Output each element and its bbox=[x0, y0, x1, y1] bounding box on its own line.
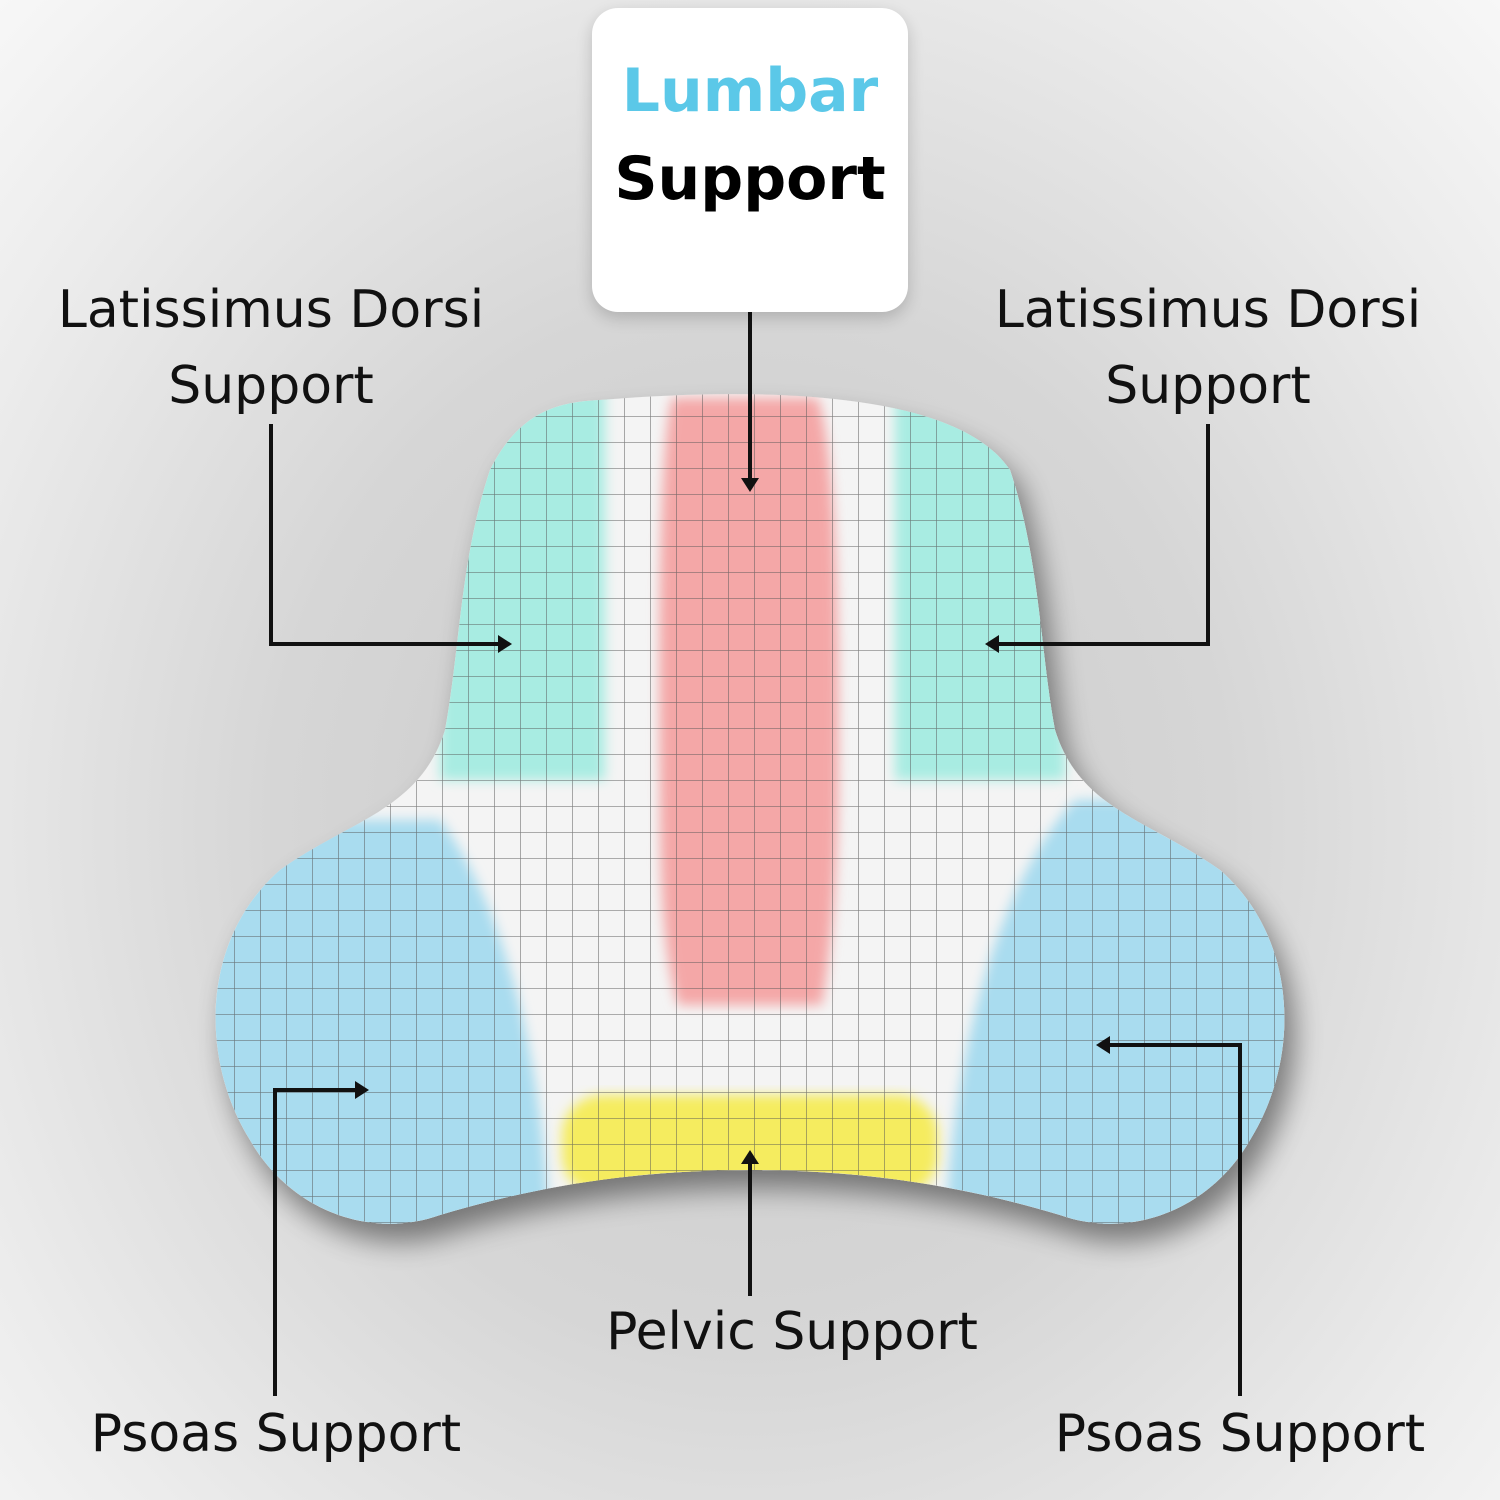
psoas-left-connector bbox=[273, 1088, 357, 1396]
lat-left-label-line1: Latissimus Dorsi bbox=[57, 280, 485, 340]
lumbar-callout-box: Lumbar Support bbox=[592, 8, 908, 312]
psoas-right-label: Psoas Support bbox=[1054, 1404, 1426, 1464]
mesh-grid bbox=[215, 394, 1285, 1224]
psoas-right-connector bbox=[1108, 1043, 1242, 1396]
pelvic-arrowhead bbox=[741, 1150, 759, 1164]
lat-right-label: Latissimus Dorsi Support bbox=[972, 272, 1444, 424]
lat-left-connector bbox=[269, 424, 500, 646]
arrowheads bbox=[355, 478, 1110, 1164]
psoas-left-label: Psoas Support bbox=[90, 1404, 462, 1464]
lumbar-callout-subtitle: Support bbox=[614, 144, 886, 214]
psoas-right-arrowhead bbox=[1096, 1036, 1110, 1054]
lat-right-arrowhead bbox=[985, 635, 999, 653]
lumbar-callout-title: Lumbar bbox=[621, 56, 879, 126]
pelvic-label: Pelvic Support bbox=[606, 1302, 978, 1362]
lat-right-label-line2: Support bbox=[1105, 356, 1311, 416]
lat-left-label-line2: Support bbox=[168, 356, 374, 416]
lat-left-label: Latissimus Dorsi Support bbox=[36, 272, 506, 424]
lat-left-arrowhead bbox=[498, 635, 512, 653]
lat-right-connector bbox=[997, 424, 1210, 646]
psoas-left-arrowhead bbox=[355, 1081, 369, 1099]
lat-right-label-line1: Latissimus Dorsi bbox=[994, 280, 1422, 340]
lumbar-arrowhead bbox=[741, 478, 759, 492]
